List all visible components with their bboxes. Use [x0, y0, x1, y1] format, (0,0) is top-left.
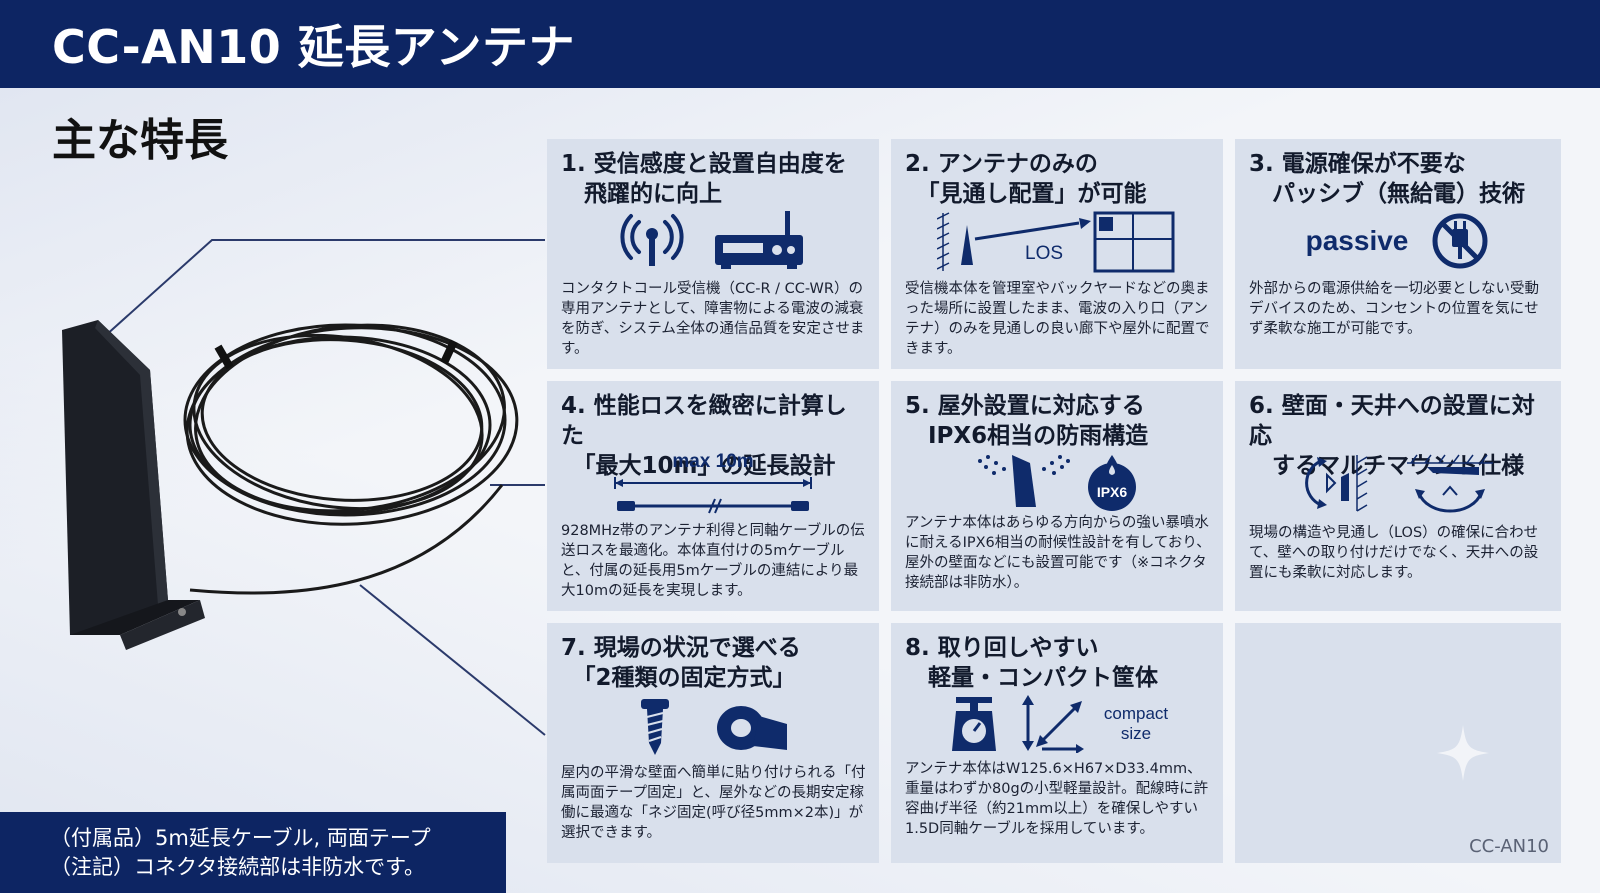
- max-length-label: max 10m: [672, 451, 754, 472]
- feature-card-body: コンタクトコール受信機（CC-R / CC-WR）の専用アンテナとして、障害物に…: [561, 281, 865, 357]
- wall-mount-icon: [1305, 455, 1368, 512]
- feature-card-body: 屋内の平滑な壁面へ簡単に貼り付けられる「付属両面テープ固定」と、屋外などの長期安…: [561, 765, 866, 841]
- feature-card-title: 3. 電源確保が不要な パッシブ（無給電）技術: [1249, 151, 1525, 207]
- svg-text:LOS: LOS: [1025, 243, 1063, 264]
- feature-card-5: 5. 屋外設置に対応する IPX6相当の防雨構造 IPX6 アンテナ本体はあらゆ…: [891, 381, 1223, 611]
- header-bar: CC-AN10 延長アンテナ: [0, 0, 1600, 88]
- feature-card-body: 928MHz帯のアンテナ利得と同軸ケーブルの伝送ロスを最適化。本体直付けの5mケ…: [561, 523, 865, 599]
- compact-size-arrows-icon: [1021, 695, 1084, 753]
- cable-length-icon: [614, 477, 812, 514]
- feature-card-8: 8. 取り回しやすい 軽量・コンパクト筐体 compact size アンテナ本…: [891, 623, 1223, 863]
- feature-card-body: 外部からの電源供給を一切必要としない受動デバイスのため、コンセントの位置を気にせ…: [1249, 281, 1539, 337]
- feature-card-6: 6. 壁面・天井への設置に対応 するマルチマウント仕様 現場の構造や見: [1235, 381, 1561, 611]
- feature-card-body: アンテナ本体はあらゆる方向からの強い暴噴水に耐えるIPX6相当の耐候性設計を有し…: [905, 515, 1211, 591]
- sparkle-icon: [1437, 725, 1489, 781]
- svg-text:IPX6: IPX6: [1097, 484, 1128, 500]
- footer-note-box: （付属品）5m延長ケーブル, 両面テープ （注記）コネクタ接続部は非防水です。: [0, 812, 506, 893]
- feature-card-body: 現場の構造や見通し（LOS）の確保に合わせて、壁への取り付けだけでなく、天井への…: [1249, 525, 1539, 581]
- feature-card-title: 4. 性能ロスを緻密に計算した 「最大10m」の延長設計: [561, 393, 847, 479]
- feature-card-title: 7. 現場の状況で選べる 「2種類の固定方式」: [561, 635, 801, 691]
- screw-icon: [641, 699, 669, 755]
- water-spray-antenna-icon: [978, 455, 1070, 507]
- feature-card-1: 1. 受信感度と設置自由度を 飛躍的に向上 コンタクトコール受信機（CC-R /…: [547, 139, 879, 369]
- no-power-plug-icon: [1432, 213, 1488, 269]
- model-number-mark: CC-AN10: [1469, 836, 1549, 857]
- antenna-product-image: [62, 320, 519, 650]
- feature-card-title: 1. 受信感度と設置自由度を 飛躍的に向上: [561, 151, 847, 207]
- compact-size-label: compact size: [1103, 704, 1169, 743]
- weight-scale-icon: [951, 697, 996, 751]
- feature-card-7: 7. 現場の状況で選べる 「2種類の固定方式」 屋内の平滑な壁面へ簡単に貼り付け…: [547, 623, 879, 863]
- double-sided-tape-icon: [717, 706, 787, 750]
- section-title: 主な特長: [52, 115, 228, 166]
- feature-card-title: 2. アンテナのみの 「見通し配置」が可能: [905, 151, 1147, 207]
- accessories-note: （付属品）5m延長ケーブル, 両面テープ: [50, 826, 431, 850]
- warning-note: （注記）コネクタ接続部は非防水です。: [50, 855, 426, 879]
- feature-card-title: 8. 取り回しやすい 軽量・コンパクト筐体: [905, 635, 1158, 691]
- feature-card-4: 4. 性能ロスを緻密に計算した 「最大10m」の延長設計 max 10m 928…: [547, 381, 879, 611]
- passive-label: passive: [1305, 225, 1409, 256]
- page-title: CC-AN10 延長アンテナ: [52, 20, 575, 74]
- receiver-device-icon: [715, 211, 803, 269]
- feature-card-body: アンテナ本体はW125.6×H67×D33.4mm、重量はわずか80gの小型軽量…: [905, 761, 1209, 837]
- feature-card-title: 5. 屋外設置に対応する IPX6相当の防雨構造: [905, 393, 1149, 449]
- line-of-sight-icon: LOS: [937, 211, 1175, 273]
- signal-antenna-icon: [620, 214, 684, 266]
- ipx6-drop-icon: IPX6: [1088, 455, 1136, 511]
- ceiling-mount-icon: [1407, 454, 1493, 513]
- empty-card: CC-AN10: [1235, 623, 1561, 863]
- feature-card-2: 2. アンテナのみの 「見通し配置」が可能 LOS 受信機本体を管理室やバックヤ…: [891, 139, 1223, 369]
- feature-card-body: 受信機本体を管理室やバックヤードなどの奥まった場所に設置したまま、電波の入り口（…: [905, 281, 1210, 357]
- feature-card-3: 3. 電源確保が不要な パッシブ（無給電）技術 passive 外部からの電源供…: [1235, 139, 1561, 369]
